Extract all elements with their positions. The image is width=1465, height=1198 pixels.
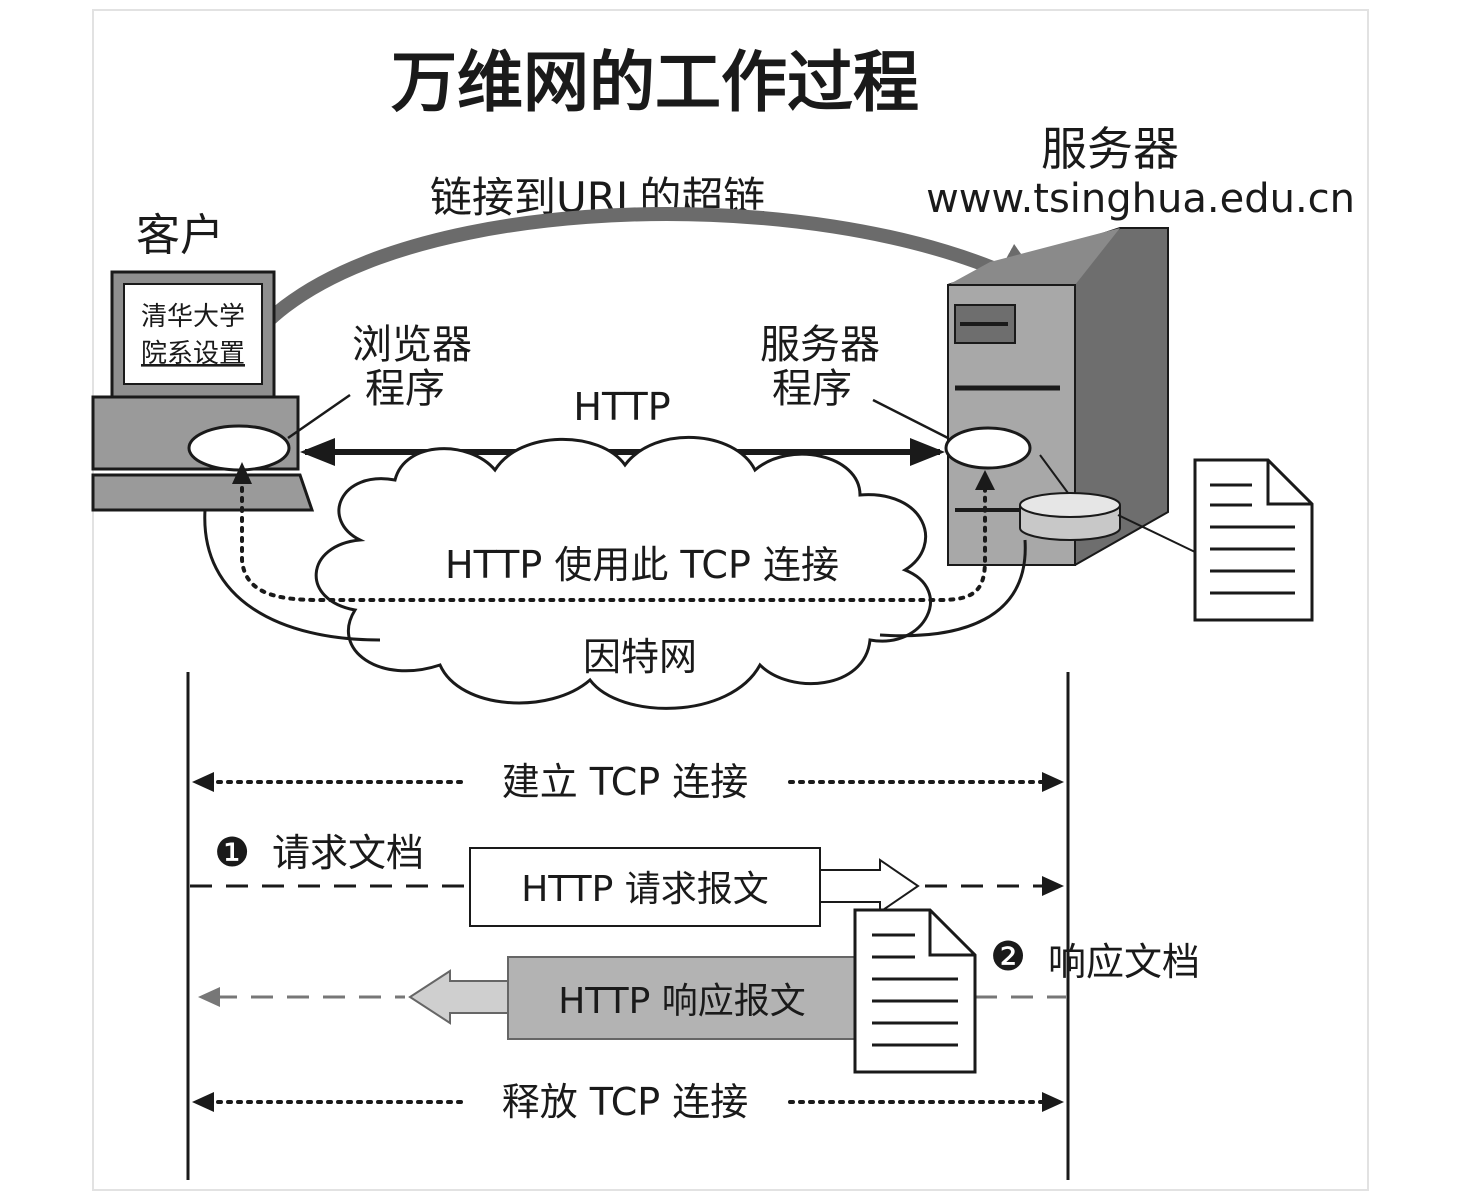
monitor-screen bbox=[123, 283, 263, 385]
server-program-pointer-line bbox=[872, 398, 949, 440]
response-hollow-arrow bbox=[408, 969, 509, 1025]
server-tower bbox=[944, 227, 1169, 566]
server-disk-top bbox=[1019, 492, 1121, 518]
http-arrow-right-head bbox=[910, 438, 945, 466]
internet-cloud bbox=[314, 436, 932, 710]
client-internet-link bbox=[203, 509, 381, 642]
response-arrow-head bbox=[198, 987, 220, 1007]
request-arrow-head bbox=[1042, 876, 1064, 896]
screen-link-line2: 院系设置 bbox=[141, 339, 245, 369]
request-message-label: HTTP 请求报文 bbox=[521, 869, 769, 910]
release-tcp-label: 释放 TCP 连接 bbox=[502, 1080, 749, 1124]
tcp-connection-dotted bbox=[240, 466, 987, 602]
response-document-icon bbox=[853, 908, 977, 1074]
tcp-arrow-server bbox=[975, 470, 995, 490]
server-label: 服务器 bbox=[1041, 122, 1179, 176]
http-protocol-label: HTTP bbox=[573, 385, 670, 429]
internet-label: 因特网 bbox=[583, 635, 697, 679]
disk-connector-line bbox=[1039, 454, 1069, 494]
browser-program-ellipse bbox=[187, 424, 291, 472]
page-title: 万维网的工作过程 bbox=[391, 44, 919, 121]
step2-number: ❷ bbox=[990, 934, 1026, 980]
response-message-label: HTTP 响应报文 bbox=[558, 981, 806, 1022]
establish-arrow-right bbox=[1042, 772, 1064, 792]
step1-number: ❶ bbox=[214, 830, 250, 876]
response-message-box bbox=[507, 956, 859, 1040]
http-arrow-left-head bbox=[300, 438, 335, 466]
request-hollow-arrow bbox=[819, 858, 920, 914]
client-label: 客户 bbox=[136, 210, 224, 261]
document-connector-line bbox=[1117, 514, 1196, 553]
server-document-icon bbox=[1193, 458, 1314, 622]
keyboard bbox=[91, 473, 315, 512]
establish-arrow-left bbox=[192, 772, 214, 792]
server-internet-link bbox=[879, 539, 1027, 638]
browser-label-line2: 程序 bbox=[365, 366, 445, 412]
establish-tcp-label: 建立 TCP 连接 bbox=[502, 760, 749, 804]
server-top bbox=[948, 228, 1120, 285]
server-program-line2: 程序 bbox=[772, 366, 852, 412]
hyperlink-arrow bbox=[228, 206, 1050, 369]
browser-pointer-line bbox=[287, 393, 351, 440]
request-message-box bbox=[469, 847, 821, 927]
client-computer: 清华大学 院系设置 bbox=[91, 270, 315, 512]
tcp-arrow-client bbox=[232, 462, 252, 484]
release-arrow-left bbox=[192, 1092, 214, 1112]
tcp-usage-label: HTTP 使用此 TCP 连接 bbox=[445, 543, 839, 587]
browser-label-line1: 浏览器 bbox=[352, 322, 472, 368]
server-program-ellipse bbox=[944, 426, 1032, 470]
release-arrow-right bbox=[1042, 1092, 1064, 1112]
screen-text-line1: 清华大学 bbox=[141, 302, 245, 332]
step2-label: 响应文档 bbox=[1048, 940, 1200, 984]
step1-label: 请求文档 bbox=[272, 831, 424, 875]
server-program-line1: 服务器 bbox=[760, 322, 880, 368]
server-url: www.tsinghua.edu.cn bbox=[926, 176, 1355, 222]
